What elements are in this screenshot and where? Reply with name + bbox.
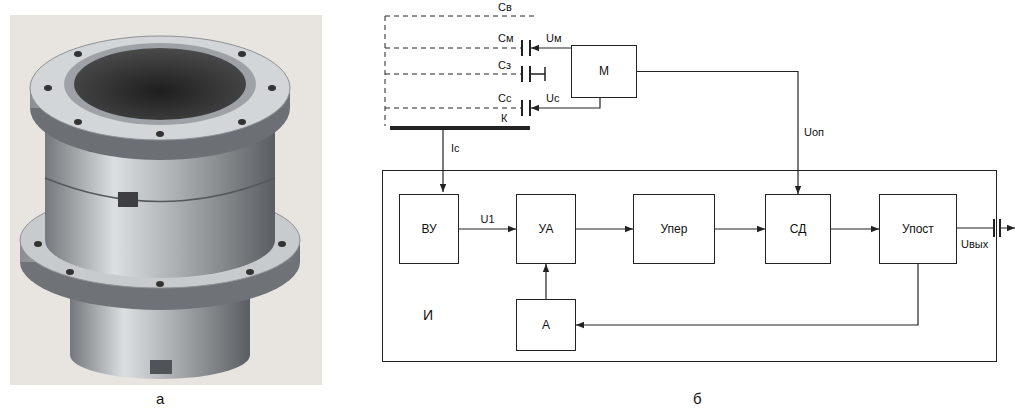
electrode-scheme-part xyxy=(385,16,386,126)
electrode-name: Сз xyxy=(497,59,512,72)
block-label: Упост xyxy=(902,222,934,236)
sensor-photo-part xyxy=(66,269,74,275)
signal-name: Ic xyxy=(450,142,461,155)
sensor-photo-part xyxy=(156,281,164,287)
sensor-photo-part xyxy=(74,51,82,57)
function-block: СД xyxy=(765,194,831,264)
electrode-scheme-part xyxy=(994,219,1000,237)
electrode-scheme-part xyxy=(531,47,571,48)
sensor-photo-part xyxy=(246,269,254,275)
signal-arrow xyxy=(831,228,879,229)
electrode-name: См xyxy=(497,32,515,45)
signal-arrow xyxy=(545,264,546,299)
electrode-scheme-part xyxy=(390,126,530,130)
electrode-name: Сс xyxy=(497,92,512,105)
signal-arrow xyxy=(576,264,918,325)
electrode-scheme-part xyxy=(385,16,535,17)
function-block: ВУ xyxy=(399,194,459,264)
function-block: А xyxy=(516,299,576,351)
sensor-photo-part xyxy=(45,202,275,278)
sensor-photo-part xyxy=(10,15,322,385)
sensor-photo xyxy=(10,15,322,385)
electrode-scheme-part xyxy=(956,227,1015,228)
electrode-scheme-part xyxy=(531,98,600,108)
sensor-photo-part xyxy=(34,241,42,247)
sensor-photo-part xyxy=(268,85,276,91)
block-label: Упер xyxy=(661,222,688,236)
electrode-scheme-part xyxy=(522,40,530,56)
electrode-scheme-part xyxy=(385,108,522,109)
function-block: М xyxy=(571,45,637,98)
signal-arrow xyxy=(637,72,798,195)
electrode-scheme-part xyxy=(522,100,530,116)
signal-name: U1 xyxy=(479,213,495,226)
block-label: М xyxy=(599,64,609,78)
signal-name: Uвых xyxy=(960,238,989,251)
signal-name: Uоп xyxy=(803,126,825,139)
function-block: УА xyxy=(516,194,576,264)
signal-name: Uc xyxy=(545,92,560,105)
electrode-scheme-part xyxy=(442,130,443,192)
electrode-scheme-part xyxy=(385,74,522,75)
sensor-photo-part xyxy=(74,48,246,120)
unit-label: И xyxy=(423,307,433,324)
block-label: А xyxy=(542,318,550,332)
sensor-photo-part xyxy=(150,360,172,374)
sensor-photo-part xyxy=(30,36,290,140)
sensor-photo-part xyxy=(118,192,138,207)
electrode-name: Св xyxy=(497,1,513,14)
signal-arrow xyxy=(459,228,516,229)
device-frame: И ВУ УА Упер СД УпостА xyxy=(382,170,997,362)
sensor-photo-part xyxy=(278,241,286,247)
sensor-photo-part xyxy=(238,119,246,125)
electrode-scheme-part xyxy=(522,66,530,82)
block-label: СД xyxy=(790,222,807,236)
sensor-photo-part xyxy=(156,131,164,137)
sensor-photo-part xyxy=(74,119,82,125)
sensor-photo-part xyxy=(45,178,275,202)
electrode-scheme-part xyxy=(385,48,522,49)
function-block: Упост xyxy=(879,194,957,264)
electrode-name: К xyxy=(500,112,508,125)
signal-arrow xyxy=(576,228,633,229)
panel-letter: а xyxy=(155,390,165,408)
block-label: ВУ xyxy=(421,222,436,236)
electrode-scheme-part xyxy=(530,67,545,81)
panel-letter: б xyxy=(692,390,703,408)
signal-name: Uм xyxy=(545,32,563,45)
sensor-photo-part xyxy=(44,85,52,91)
function-block: Упер xyxy=(633,194,715,264)
signal-arrow xyxy=(715,228,765,229)
sensor-photo-part xyxy=(238,51,246,57)
block-label: УА xyxy=(539,222,554,236)
sensor-photo-part xyxy=(64,43,256,125)
sensor-photo-part xyxy=(70,331,250,379)
